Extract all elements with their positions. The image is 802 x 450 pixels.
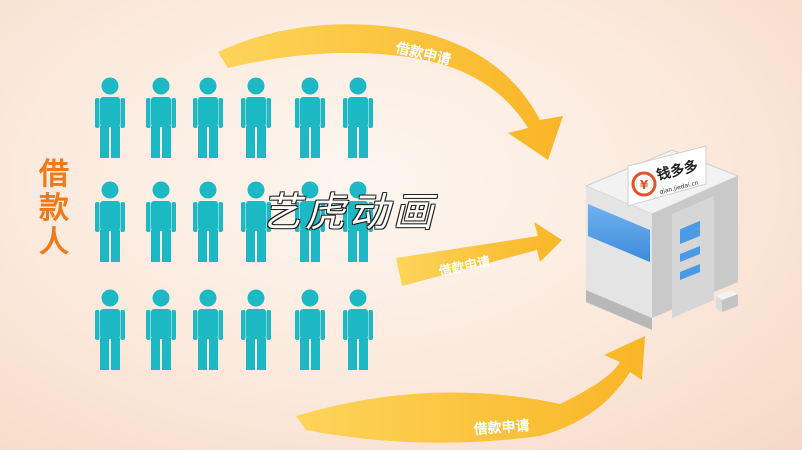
borrower-title-char: 借 [39, 157, 69, 192]
person-icon [295, 289, 325, 370]
building-window-band [588, 204, 650, 262]
person-icon [343, 181, 373, 262]
person-icon [343, 77, 373, 158]
building-annex [722, 294, 738, 312]
borrower-title: 借 款 人 [36, 158, 72, 260]
person-icon [146, 181, 176, 262]
borrower-title-char: 款 [39, 191, 69, 226]
person-icon [193, 181, 223, 262]
watermark: 艺虎动画 [261, 190, 437, 236]
person-icon [241, 77, 271, 158]
logo-icon-glyph: ¥ [640, 178, 649, 192]
person-icon [343, 289, 373, 370]
arrow-top-shape [218, 24, 563, 160]
person-icon [241, 289, 271, 370]
person-icon [241, 181, 271, 262]
person-icon [95, 289, 125, 370]
building-window [680, 264, 700, 280]
building-sign [627, 145, 707, 207]
loan-application-arrow-top: 借款申请 [218, 24, 563, 160]
person-icon [295, 77, 325, 158]
person-icon [146, 77, 176, 158]
building-annex [716, 296, 722, 312]
person-icon [95, 77, 125, 158]
person-icon [95, 181, 125, 262]
borrower-group [95, 77, 373, 370]
building-base [586, 290, 652, 330]
loan-application-arrow-bottom: 借款申请 [296, 336, 645, 443]
arrow-middle-shape [396, 222, 562, 286]
person-icon [146, 289, 176, 370]
logo-icon [631, 171, 657, 197]
person-icon [193, 77, 223, 158]
arrow-bottom-label: 借款申请 [472, 417, 530, 438]
person-icon [193, 289, 223, 370]
building-tower [672, 196, 714, 318]
building-window [680, 246, 700, 262]
building-window [680, 228, 700, 244]
borrower-title-char: 人 [39, 225, 69, 260]
building-window [680, 220, 700, 237]
person-icon [295, 181, 325, 262]
building-annex [716, 290, 738, 300]
arrow-bottom-shape [296, 336, 645, 443]
lender-building: ¥ 钱多多 qian.jiedai.cn [584, 145, 740, 330]
